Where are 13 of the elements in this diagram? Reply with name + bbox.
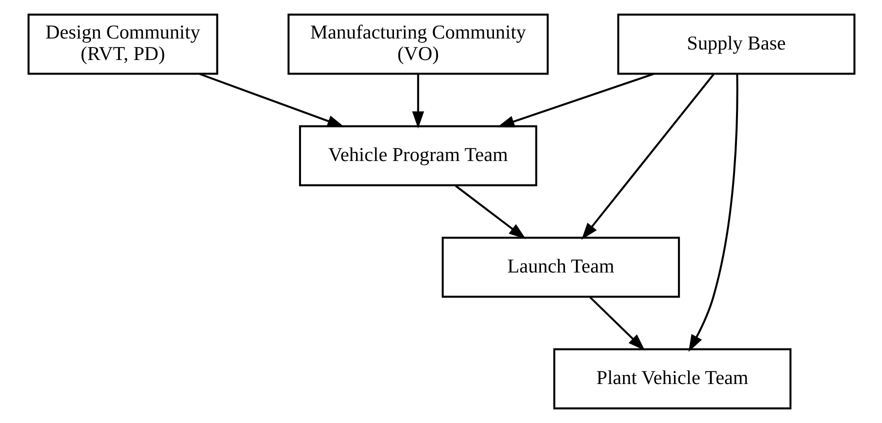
arrow — [198, 73, 344, 128]
node-box: Design Community (RVT, PD) — [27, 14, 218, 75]
arrow — [454, 185, 526, 240]
node-box: Vehicle Program Team — [298, 125, 537, 186]
arrow — [496, 72, 654, 128]
arrow — [580, 74, 714, 240]
arrow — [412, 74, 424, 128]
node-box: Launch Team — [441, 236, 680, 298]
arrow — [588, 296, 645, 351]
node-box: Manufacturing Community (VO) — [287, 14, 548, 75]
node-box: Plant Vehicle Team — [552, 348, 791, 410]
arrow — [688, 74, 738, 352]
node-box: Supply Base — [616, 14, 855, 75]
